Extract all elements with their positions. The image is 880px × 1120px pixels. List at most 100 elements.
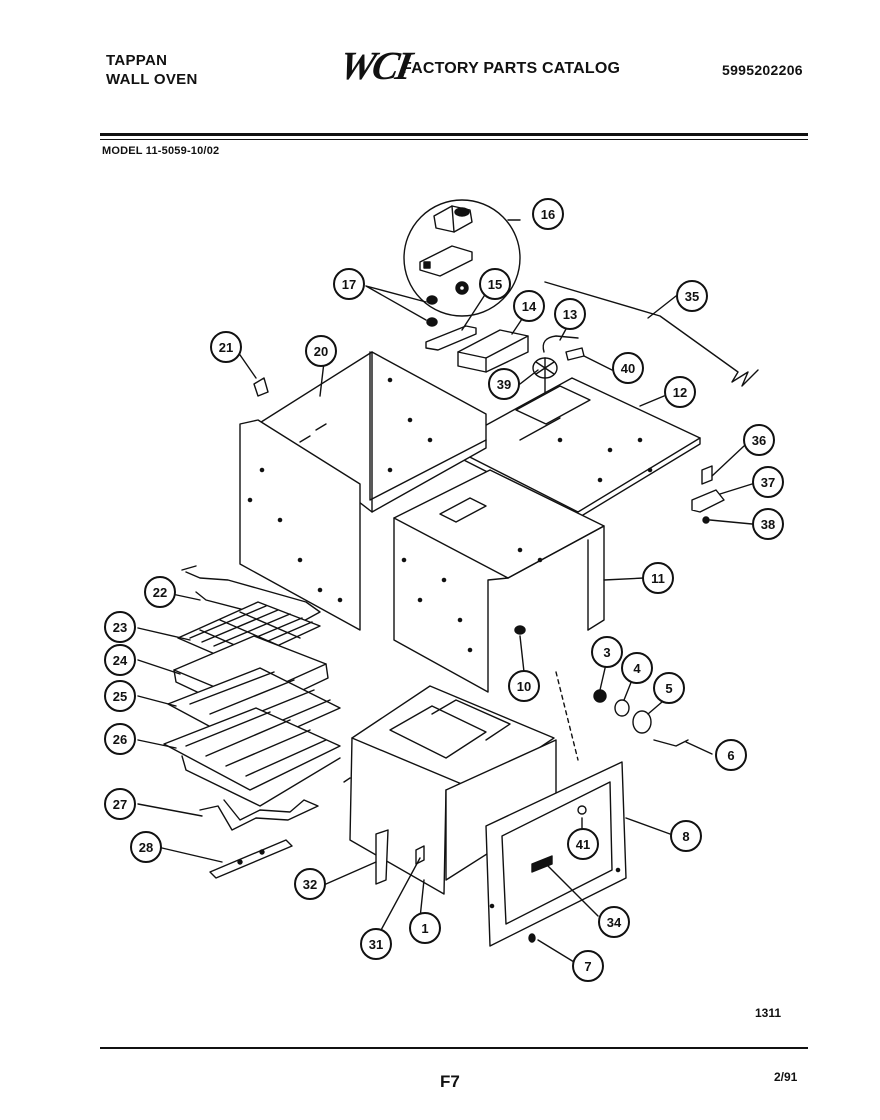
callout-circle bbox=[591, 636, 623, 668]
callout-3: 3 bbox=[591, 636, 623, 668]
callout-number: 1 bbox=[421, 921, 428, 936]
callout-circle bbox=[144, 576, 176, 608]
callout-number: 39 bbox=[497, 377, 511, 392]
part-8-door-frame bbox=[445, 739, 627, 947]
callout-38: 38 bbox=[752, 508, 784, 540]
callout-10: 10 bbox=[508, 670, 540, 702]
callout-layer: 1345678101112131415161720212223242526272… bbox=[104, 198, 784, 982]
callout-circle bbox=[743, 424, 775, 456]
callout-26: 26 bbox=[104, 723, 136, 755]
callout-number: 34 bbox=[607, 915, 622, 930]
callout-32: 32 bbox=[294, 868, 326, 900]
callout-number: 21 bbox=[219, 340, 233, 355]
callout-number: 3 bbox=[603, 645, 610, 660]
callout-20: 20 bbox=[305, 335, 337, 367]
callout-circle bbox=[104, 723, 136, 755]
callout-number: 41 bbox=[576, 837, 590, 852]
callout-28: 28 bbox=[130, 831, 162, 863]
callout-number: 35 bbox=[685, 289, 699, 304]
part-13-tube bbox=[542, 335, 579, 353]
header-rule-thick bbox=[100, 133, 808, 136]
callout-number: 17 bbox=[342, 277, 356, 292]
callout-circle bbox=[752, 508, 784, 540]
part-22-bake-element bbox=[181, 565, 321, 625]
part-34-hinge bbox=[531, 855, 553, 873]
part-27-element bbox=[199, 799, 319, 831]
callout-35: 35 bbox=[676, 280, 708, 312]
callout-25: 25 bbox=[104, 680, 136, 712]
callout-circle bbox=[676, 280, 708, 312]
detail-circle bbox=[403, 199, 521, 317]
page-number: F7 bbox=[440, 1072, 460, 1091]
callout-11: 11 bbox=[642, 562, 674, 594]
callout-number: 4 bbox=[633, 661, 641, 676]
callout-number: 6 bbox=[727, 748, 734, 763]
callout-number: 20 bbox=[314, 344, 328, 359]
callout-1: 1 bbox=[409, 912, 441, 944]
callout-number: 26 bbox=[113, 732, 127, 747]
callout-15: 15 bbox=[479, 268, 511, 300]
callout-number: 28 bbox=[139, 840, 153, 855]
callout-circle bbox=[567, 828, 599, 860]
callout-8: 8 bbox=[670, 820, 702, 852]
part-31-clip bbox=[415, 845, 425, 865]
callout-circle bbox=[653, 672, 685, 704]
header-rule-thin bbox=[100, 139, 808, 140]
callout-number: 25 bbox=[113, 689, 127, 704]
callout-number: 14 bbox=[522, 299, 537, 314]
callout-number: 16 bbox=[541, 207, 555, 222]
callout-31: 31 bbox=[360, 928, 392, 960]
illustration-code: 1311 bbox=[755, 1006, 782, 1020]
callout-number: 15 bbox=[488, 277, 502, 292]
callout-circle bbox=[670, 820, 702, 852]
callout-number: 11 bbox=[651, 571, 665, 586]
callout-37: 37 bbox=[752, 466, 784, 498]
footer-rule bbox=[100, 1047, 808, 1049]
callout-number: 7 bbox=[584, 959, 591, 974]
callout-circle bbox=[488, 368, 520, 400]
callout-circle bbox=[532, 198, 564, 230]
callout-circle bbox=[479, 268, 511, 300]
callout-21: 21 bbox=[210, 331, 242, 363]
part-21-clip bbox=[253, 377, 269, 397]
callout-circle bbox=[508, 670, 540, 702]
callout-number: 10 bbox=[517, 679, 531, 694]
callout-circle bbox=[130, 831, 162, 863]
part-10-fitting bbox=[514, 625, 526, 635]
part-14-box bbox=[457, 329, 529, 373]
callout-circle bbox=[104, 788, 136, 820]
callout-number: 5 bbox=[665, 681, 672, 696]
callout-number: 23 bbox=[113, 620, 127, 635]
part-35-rod bbox=[544, 281, 759, 387]
callout-number: 36 bbox=[752, 433, 766, 448]
callout-number: 31 bbox=[369, 937, 383, 952]
callout-24: 24 bbox=[104, 644, 136, 676]
callout-circle bbox=[612, 352, 644, 384]
callout-circle bbox=[104, 611, 136, 643]
callout-number: 12 bbox=[673, 385, 687, 400]
callout-circle bbox=[664, 376, 696, 408]
part-11-cabinet bbox=[393, 469, 605, 693]
part-3-4-5-knob bbox=[593, 689, 689, 747]
part-15-bracket bbox=[425, 325, 477, 351]
callout-circle bbox=[409, 912, 441, 944]
callout-number: 27 bbox=[113, 797, 127, 812]
callout-circle bbox=[621, 652, 653, 684]
callout-4: 4 bbox=[621, 652, 653, 684]
catalog-title: FACTORY PARTS CATALOG bbox=[402, 60, 621, 77]
callout-14: 14 bbox=[513, 290, 545, 322]
callout-circle bbox=[572, 950, 604, 982]
callout-circle bbox=[305, 335, 337, 367]
callout-circle bbox=[715, 739, 747, 771]
callout-circle bbox=[210, 331, 242, 363]
callout-34: 34 bbox=[598, 906, 630, 938]
part-16-detail bbox=[419, 205, 473, 295]
publication-date: 2/91 bbox=[774, 1070, 798, 1084]
callout-number: 13 bbox=[563, 307, 577, 322]
callout-number: 22 bbox=[153, 585, 167, 600]
callout-number: 38 bbox=[761, 517, 775, 532]
callout-22: 22 bbox=[144, 576, 176, 608]
callout-12: 12 bbox=[664, 376, 696, 408]
callout-27: 27 bbox=[104, 788, 136, 820]
